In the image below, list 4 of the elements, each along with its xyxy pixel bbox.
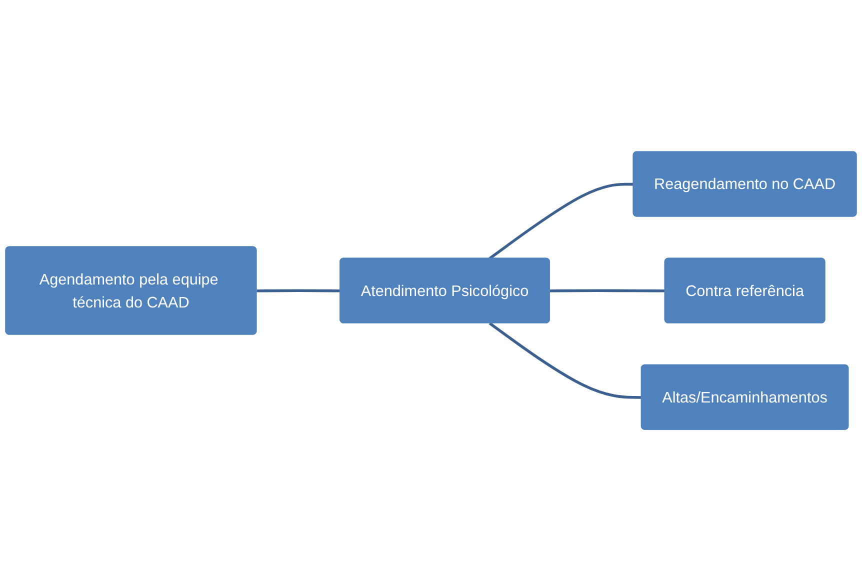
connector	[550, 290, 666, 293]
connector	[488, 183, 634, 260]
connector	[256, 290, 340, 293]
connector	[488, 322, 642, 400]
